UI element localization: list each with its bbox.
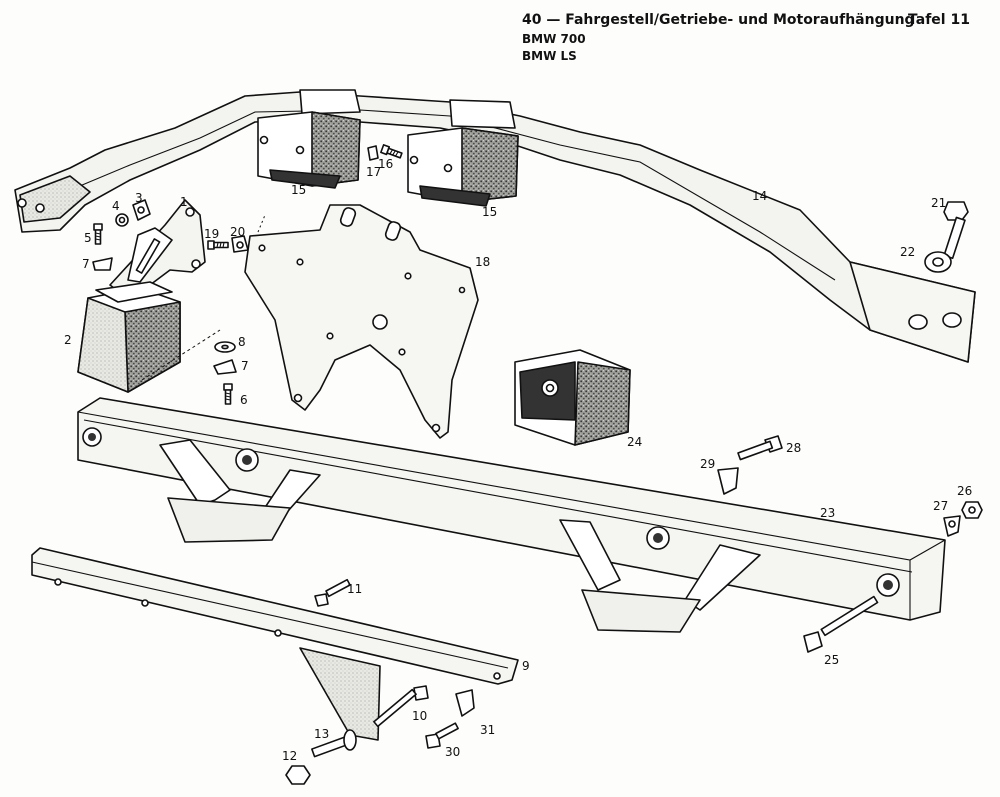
- gearbox-rubber-mount: [514, 349, 631, 446]
- bolt-30: [425, 722, 459, 749]
- callout-9: 9: [522, 659, 530, 673]
- model-label-ls: BMW LS: [522, 49, 577, 63]
- callout-15b: 15: [482, 205, 497, 219]
- callout-labels: 1 2 3 4 5 6 7 7 8 9 10 11 12 13 14 15 15…: [64, 157, 972, 763]
- callout-5: 5: [84, 231, 92, 245]
- bolt-25: [803, 595, 879, 653]
- callout-18: 18: [475, 255, 490, 269]
- bolt-11: [314, 578, 351, 607]
- callout-29: 29: [700, 457, 715, 471]
- plate-number: Tafel 11: [908, 12, 970, 28]
- bolt-12-13: [285, 729, 357, 785]
- callout-17: 17: [366, 165, 381, 179]
- callout-23: 23: [820, 506, 835, 520]
- callout-31: 31: [480, 723, 495, 737]
- callout-7a: 7: [82, 257, 90, 271]
- callout-22: 22: [900, 245, 915, 259]
- callout-3: 3: [135, 191, 143, 205]
- callout-14: 14: [752, 189, 767, 203]
- lock-tab-7-top: [92, 257, 113, 271]
- callout-15a: 15: [291, 183, 306, 197]
- callout-11: 11: [347, 582, 362, 596]
- small-bolt-16-17: [367, 144, 404, 161]
- washers-6-7-8: [213, 341, 237, 405]
- mount-bracket: [109, 199, 206, 301]
- callout-28: 28: [786, 441, 801, 455]
- bolt-28: [737, 435, 783, 461]
- bolt-19: [207, 240, 229, 250]
- callout-7b: 7: [241, 359, 249, 373]
- washers-3-4: [115, 199, 151, 227]
- lock-tab-29: [717, 467, 739, 495]
- lower-rail: [31, 547, 519, 741]
- callout-13: 13: [314, 727, 329, 741]
- callout-2: 2: [64, 333, 72, 347]
- callout-6: 6: [240, 393, 248, 407]
- callout-30: 30: [445, 745, 460, 759]
- callout-16: 16: [378, 157, 393, 171]
- callout-1: 1: [180, 195, 188, 209]
- callout-10: 10: [412, 709, 427, 723]
- washer-27-nut-26: [943, 501, 983, 537]
- main-rail: [77, 397, 946, 633]
- rubber-block-mount: [77, 281, 221, 393]
- model-label-700: BMW 700: [522, 32, 586, 46]
- support-plate: [244, 204, 479, 439]
- callout-27: 27: [933, 499, 948, 513]
- callout-20: 20: [230, 225, 245, 239]
- bolt-10-and-31: [373, 685, 475, 728]
- callout-25: 25: [824, 653, 839, 667]
- callout-8: 8: [238, 335, 246, 349]
- callout-12: 12: [282, 749, 297, 763]
- rubber-mount-left: [257, 89, 361, 189]
- bolt-21-washer-22: [924, 201, 969, 273]
- callout-26: 26: [957, 484, 972, 498]
- bolt-5: [93, 223, 103, 245]
- callout-21: 21: [931, 196, 946, 210]
- callout-4: 4: [112, 199, 120, 213]
- cross-member-bar: [14, 91, 976, 363]
- callout-19: 19: [204, 227, 219, 241]
- rubber-mount-right: [407, 99, 519, 207]
- diagram-title: 40 — Fahrgestell/Getriebe- und Motoraufh…: [522, 12, 915, 28]
- callout-24: 24: [627, 435, 642, 449]
